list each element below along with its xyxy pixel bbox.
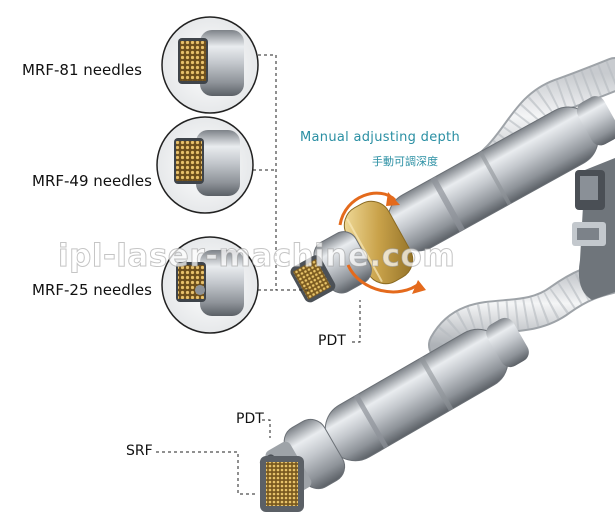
head-label-mrf-25: MRF-25 needles — [32, 281, 152, 299]
rotate-arrow-icon — [338, 191, 426, 294]
needle-head-circle-81 — [161, 16, 259, 114]
manual-adjust-label: Manual adjusting depth — [300, 130, 460, 145]
machine-holder — [572, 158, 615, 300]
needle-head-circle-49 — [156, 116, 254, 214]
callout-leaders — [156, 54, 361, 495]
bottom-pdt-label: PDT — [236, 411, 264, 427]
srf-label: SRF — [126, 443, 153, 459]
needle-head-circle-25 — [161, 236, 259, 334]
head-label-mrf-49: MRF-49 needles — [32, 172, 152, 190]
head-label-mrf-81: MRF-81 needles — [22, 61, 142, 79]
srf-treatment-head — [260, 456, 304, 512]
top-pdt-label: PDT — [318, 333, 346, 349]
manual-adjust-label-cn: 手動可調深度 — [372, 155, 438, 168]
watermark: ipl-laser-machine.com — [57, 238, 456, 275]
